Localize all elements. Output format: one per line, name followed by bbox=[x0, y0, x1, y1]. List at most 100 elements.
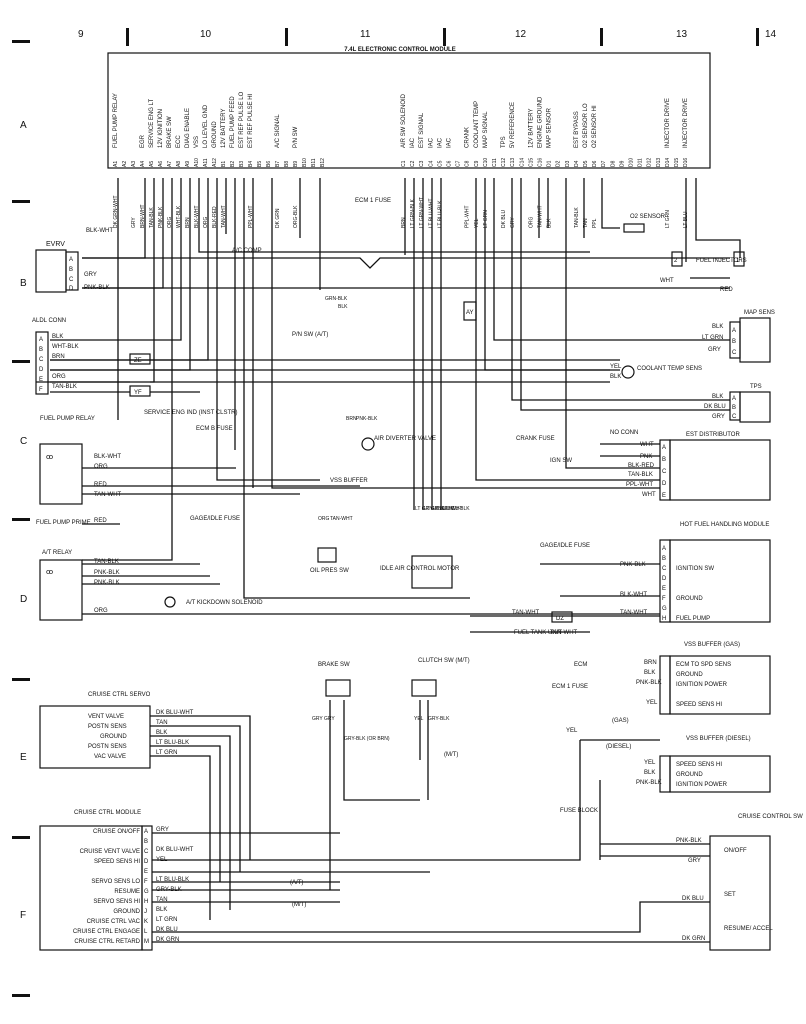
ecm-pin-function: IAC bbox=[447, 137, 453, 148]
ecm-wire-color: LT GRN bbox=[665, 210, 671, 228]
pin-label: C bbox=[732, 414, 737, 420]
ecm-pin-function: TPS bbox=[501, 136, 507, 148]
wire-label: BLK bbox=[644, 670, 655, 676]
module-label: CRUISE ON/OFF bbox=[93, 829, 140, 835]
ecm-wire-color: PNK-BLK bbox=[158, 206, 164, 228]
pin-label: A bbox=[662, 445, 666, 451]
wire-label: PPL-WHT bbox=[626, 482, 653, 488]
module-label: GROUND bbox=[676, 772, 703, 778]
wire-label: LT GRN-BLK bbox=[415, 506, 445, 512]
row-label: F bbox=[20, 910, 26, 921]
ecm-wire-color: DK GRN bbox=[275, 208, 281, 228]
ecm-pin-number: B5 bbox=[257, 161, 263, 167]
wire-label: WHT bbox=[660, 278, 674, 284]
wire-label: TAN-WHT bbox=[550, 630, 578, 636]
pin-label: B bbox=[732, 405, 736, 411]
ecm-wire-color: DK GRN-WHT bbox=[113, 196, 119, 229]
ecm-wire-color: TAN bbox=[583, 218, 589, 228]
wire-label: PNK-BLK bbox=[84, 285, 110, 291]
ecm-pin-number: B10 bbox=[302, 158, 308, 167]
ecm-pin-number: C3 bbox=[419, 160, 425, 167]
ecm-pin-function: EST REF PULSE HI bbox=[248, 93, 254, 148]
wire-label: ORG bbox=[318, 516, 330, 522]
wire-label: LT GRN bbox=[702, 335, 723, 341]
wire-label: BLK-WHT bbox=[94, 454, 121, 460]
ecm-pin-function: INJECTOR DRIVE bbox=[683, 98, 689, 148]
ecm-pin-number: B8 bbox=[284, 161, 290, 167]
pin-label: 1 bbox=[736, 258, 740, 264]
iac-motor-label: IDLE AIR CONTROL MOTOR bbox=[380, 566, 460, 572]
row-tick bbox=[12, 994, 30, 997]
pin-label: B bbox=[144, 839, 148, 845]
module-label: ECM TO SPD SENS bbox=[676, 662, 731, 668]
grid-frame: 9 10 11 12 13 14 A B C D E F bbox=[12, 28, 777, 997]
coil-symbol: ꝏ bbox=[46, 454, 53, 461]
wire-label: TAN-WHT bbox=[512, 610, 540, 616]
service-eng-label: SERVICE ENG IND (INST CLSTR) bbox=[144, 410, 237, 416]
wire-label: GRY bbox=[324, 716, 335, 722]
wire-label: TAN-WHT bbox=[620, 610, 648, 616]
ecm-pin-function: A/C SIGNAL bbox=[275, 114, 281, 148]
wire-label: LT GRN-WHT bbox=[424, 506, 455, 512]
ecm-pin-number: A7 bbox=[167, 161, 173, 167]
ecm-pin-function: COOLANT TEMP bbox=[474, 101, 480, 148]
wire-label: PNK-BLK bbox=[636, 680, 662, 686]
pin-label: H bbox=[662, 616, 666, 622]
iac-motor-box bbox=[411, 555, 453, 589]
pin-label: A bbox=[662, 546, 666, 552]
wire-label: GRY bbox=[708, 347, 721, 353]
tps-box bbox=[739, 391, 771, 423]
pin-label: A bbox=[39, 337, 43, 343]
module-label: SERVO SENS LO bbox=[91, 879, 140, 885]
ecm-pin-number: A1 bbox=[113, 161, 119, 167]
column-tick bbox=[285, 28, 288, 46]
pin-label: A bbox=[732, 396, 736, 402]
ecm-wire-color: GRY bbox=[510, 217, 516, 228]
wire-label: WHT bbox=[642, 492, 656, 498]
vss-diesel-connector bbox=[659, 755, 671, 793]
ecm-pin-number: C6 bbox=[447, 160, 453, 167]
prime-label: FUEL PUMP PRIME bbox=[36, 520, 91, 526]
wire-label: PNK-BLK bbox=[94, 570, 120, 576]
ecm-pin-number: B2 bbox=[230, 161, 236, 167]
ecm-pin-function: 12V BATTERY bbox=[221, 109, 227, 148]
ecm-pin-number: C15 bbox=[528, 158, 534, 167]
o2-sensor-symbol bbox=[623, 223, 645, 233]
ecm-pin-function: DIAG ENABLE bbox=[185, 108, 191, 148]
wire-label: RED bbox=[94, 482, 107, 488]
solenoid-symbol bbox=[164, 596, 176, 608]
pin-label: 2 bbox=[674, 258, 678, 264]
wire-label: GRN-BLK bbox=[325, 296, 348, 302]
ecm-pin-function: AIR SW SOLENOID bbox=[401, 93, 407, 148]
connector-id: AY bbox=[466, 310, 474, 316]
column-label: 10 bbox=[200, 29, 212, 40]
ecm-pin-number: B7 bbox=[275, 161, 281, 167]
air-valve-label: AIR DIVERTER VALVE bbox=[374, 436, 436, 442]
connector-id: YF bbox=[134, 390, 142, 396]
wire-label: GRY bbox=[84, 272, 97, 278]
pin-label: G bbox=[144, 889, 149, 895]
wire-label: RED bbox=[720, 287, 733, 293]
kickdown-label: A/T KICKDOWN SOLENOID bbox=[186, 600, 263, 606]
module-label: GROUND bbox=[100, 734, 127, 740]
aldl-box bbox=[35, 331, 49, 395]
column-tick bbox=[756, 28, 759, 46]
ecm-pin-number: D10 bbox=[629, 158, 635, 167]
wire-label: TAN-WHT bbox=[330, 516, 353, 522]
mt-label: (M/T) bbox=[292, 902, 306, 908]
pin-label: E bbox=[662, 493, 666, 499]
wire-label: TAN-BLK bbox=[94, 559, 119, 565]
wire-label: ORG bbox=[94, 464, 108, 470]
ecm-wire-color: PPL bbox=[592, 218, 598, 228]
pin-label: A bbox=[732, 328, 736, 334]
switch-label: ON/OFF bbox=[724, 848, 747, 854]
ecm-pin-number: C13 bbox=[510, 158, 516, 167]
ecm-pin-number: D3 bbox=[565, 160, 571, 167]
ecm-pin-number: A5 bbox=[149, 161, 155, 167]
at-label: (A/T) bbox=[290, 880, 303, 886]
clutch-sw-label: CLUTCH SW (M/T) bbox=[418, 658, 470, 664]
column-label: 14 bbox=[765, 29, 777, 40]
ecm-wire-color: LT GRN-BLK bbox=[410, 198, 416, 228]
wire-network bbox=[36, 178, 741, 943]
